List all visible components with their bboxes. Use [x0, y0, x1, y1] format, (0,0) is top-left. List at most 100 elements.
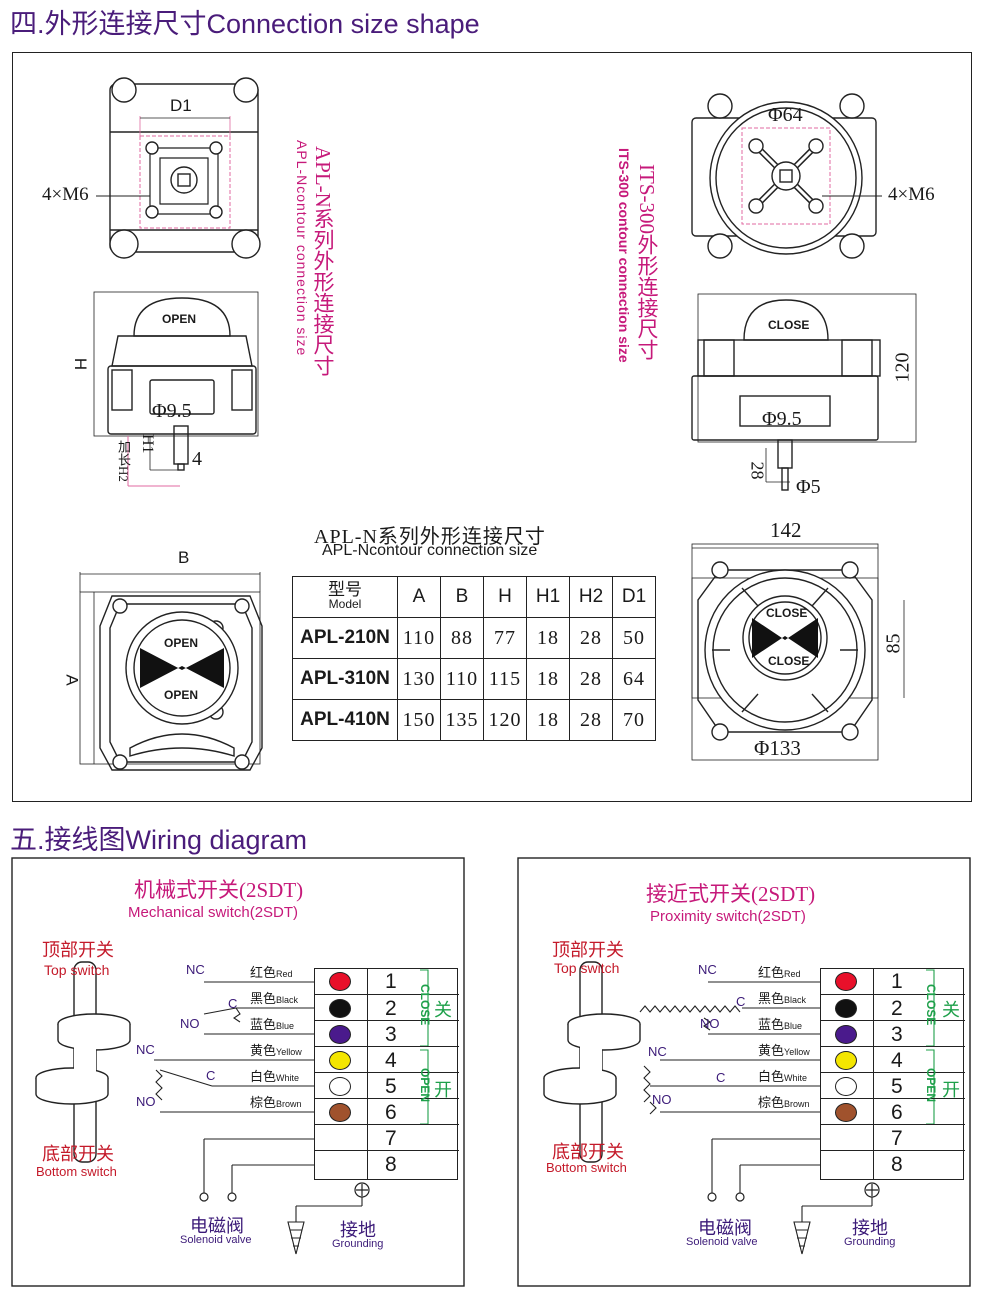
mech-solenoid-cn: 电磁阀 — [190, 1216, 244, 1236]
prox-c-bottom: C — [716, 1070, 726, 1085]
terminal-number: 8 — [385, 1153, 397, 1176]
prox-wire-brown: 棕色Brown — [758, 1095, 810, 1110]
table-header-h1: H1 — [526, 576, 570, 618]
terminal-color-dot — [329, 1103, 351, 1122]
prox-bottom-switch-en: Bottom switch — [546, 1160, 627, 1175]
terminal-color-dot — [329, 1051, 351, 1070]
apl-indicator-open-top: OPEN — [164, 636, 199, 650]
mech-top-switch-en: Top switch — [44, 962, 110, 978]
connection-size-frame — [12, 52, 972, 802]
table-cell-model: APL-410N — [292, 699, 398, 741]
its-phi133-label: Φ133 — [754, 736, 801, 760]
terminal-row: 4 — [315, 1046, 459, 1073]
prox-ground-en: Grounding — [844, 1236, 896, 1248]
mech-solenoid-en: Solenoid valve — [180, 1234, 252, 1246]
prox-title-en: Proximity switch(2SDT) — [650, 908, 806, 925]
prox-bottom-switch-cn: 底部开关 — [552, 1142, 624, 1162]
mech-wire-blue: 蓝色Blue — [250, 1017, 295, 1032]
terminal-row: 5 — [821, 1072, 965, 1099]
mech-bottom-switch-cn: 底部开关 — [42, 1144, 114, 1164]
mech-wire-white: 白色White — [250, 1069, 300, 1084]
mech-ground-en: Grounding — [332, 1238, 384, 1250]
apl-caption-en-vertical: APL-Ncontour connection size — [294, 140, 310, 357]
table-header-model: 型号 Model — [292, 576, 398, 618]
mech-ground-cn: 接地 — [340, 1220, 376, 1240]
its-indicator-view — [691, 543, 905, 761]
apl-h1-label: H1 — [139, 434, 156, 454]
prox-wire-white: 白色White — [758, 1069, 808, 1084]
its-phi95-label: Φ9.5 — [762, 408, 802, 430]
apl-front-view — [93, 291, 259, 487]
terminal-row: 2 — [821, 994, 965, 1021]
prox-open-label: OPEN — [924, 1068, 938, 1103]
mech-no-top: NO — [180, 1016, 200, 1031]
mech-open-cn: 开 — [434, 1080, 452, 1100]
mech-wire-yellow: 黄色Yellow — [250, 1043, 302, 1058]
table-cell: 50 — [612, 617, 656, 659]
table-cell: 28 — [569, 699, 613, 741]
terminal-row: 7 — [821, 1124, 965, 1151]
its-dim28-label: 28 — [747, 461, 768, 480]
table-cell-model: APL-210N — [292, 617, 398, 659]
spec-table: 型号 Model A B H H1 H2 D1 APL-210N 110 88 … — [292, 576, 656, 741]
apl-indicator-view — [79, 572, 263, 771]
table-header-b: B — [440, 576, 484, 618]
terminal-row: 4 — [821, 1046, 965, 1073]
terminal-color-dot — [835, 999, 857, 1018]
table-title-en: APL-Ncontour connection size — [322, 542, 538, 559]
table-cell: 88 — [440, 617, 484, 659]
table-header-h2: H2 — [569, 576, 613, 618]
mech-switch-drawing — [35, 961, 131, 1163]
table-cell: 64 — [612, 658, 656, 700]
terminal-color-dot — [329, 972, 351, 991]
its-top-view — [691, 93, 882, 259]
its-close-label: CLOSE — [768, 318, 810, 332]
terminal-number: 2 — [385, 997, 397, 1020]
table-header-h: H — [483, 576, 527, 618]
prox-title-cn: 接近式开关(2SDT) — [646, 882, 816, 906]
prox-close-label: CLOSE — [924, 984, 938, 1026]
mech-c-bottom: C — [206, 1068, 216, 1083]
apl-dim4-label: 4 — [192, 448, 202, 470]
apl-phi95-label: Φ9.5 — [152, 400, 192, 422]
apl-d1-label: D1 — [170, 96, 192, 115]
table-row: APL-410N 150 135 120 18 28 70 — [292, 699, 656, 741]
mech-nc-top: NC — [186, 962, 205, 977]
terminal-row: 5 — [315, 1072, 459, 1099]
table-title-cn: APL-N系列外形连接尺寸 — [314, 526, 546, 548]
table-cell: 110 — [397, 617, 441, 659]
terminal-row: 1 — [821, 968, 965, 994]
mech-c-top: C — [228, 996, 238, 1011]
mech-terminal-block: 1 2 3 4 5 6 7 8 — [314, 968, 459, 1180]
terminal-row: 3 — [821, 1020, 965, 1047]
table-cell: 70 — [612, 699, 656, 741]
terminal-number: 6 — [891, 1101, 903, 1124]
prox-top-switch-en: Top switch — [554, 960, 620, 976]
table-cell: 18 — [526, 658, 570, 700]
terminal-number: 7 — [385, 1127, 397, 1150]
terminal-row: 6 — [821, 1098, 965, 1125]
its-indicator-close-top: CLOSE — [766, 606, 808, 620]
prox-open-cn: 开 — [942, 1080, 960, 1100]
prox-close-cn: 关 — [942, 1000, 960, 1020]
table-header-row: 型号 Model A B H H1 H2 D1 — [292, 576, 656, 618]
section-title-wiring: 五.接线图Wiring diagram — [10, 825, 308, 855]
apl-m6-label: 4×M6 — [42, 184, 89, 205]
prox-wire-black: 黑色Black — [758, 991, 807, 1006]
table-header-model-en: Model — [328, 597, 362, 611]
its-m6-label: 4×M6 — [888, 184, 935, 205]
prox-wiring-lines — [639, 981, 873, 1255]
prox-switch-drawing — [543, 961, 641, 1163]
apl-top-view — [96, 77, 261, 259]
terminal-color-dot — [835, 1025, 857, 1044]
apl-b-label: B — [178, 548, 190, 567]
terminal-color-dot — [329, 1077, 351, 1096]
terminal-number: 8 — [891, 1153, 903, 1176]
table-cell: 77 — [483, 617, 527, 659]
terminal-number: 4 — [891, 1049, 903, 1072]
terminal-number: 3 — [891, 1023, 903, 1046]
mech-wire-red: 红色Red — [250, 965, 293, 980]
terminal-number: 3 — [385, 1023, 397, 1046]
terminal-number: 1 — [385, 970, 397, 993]
